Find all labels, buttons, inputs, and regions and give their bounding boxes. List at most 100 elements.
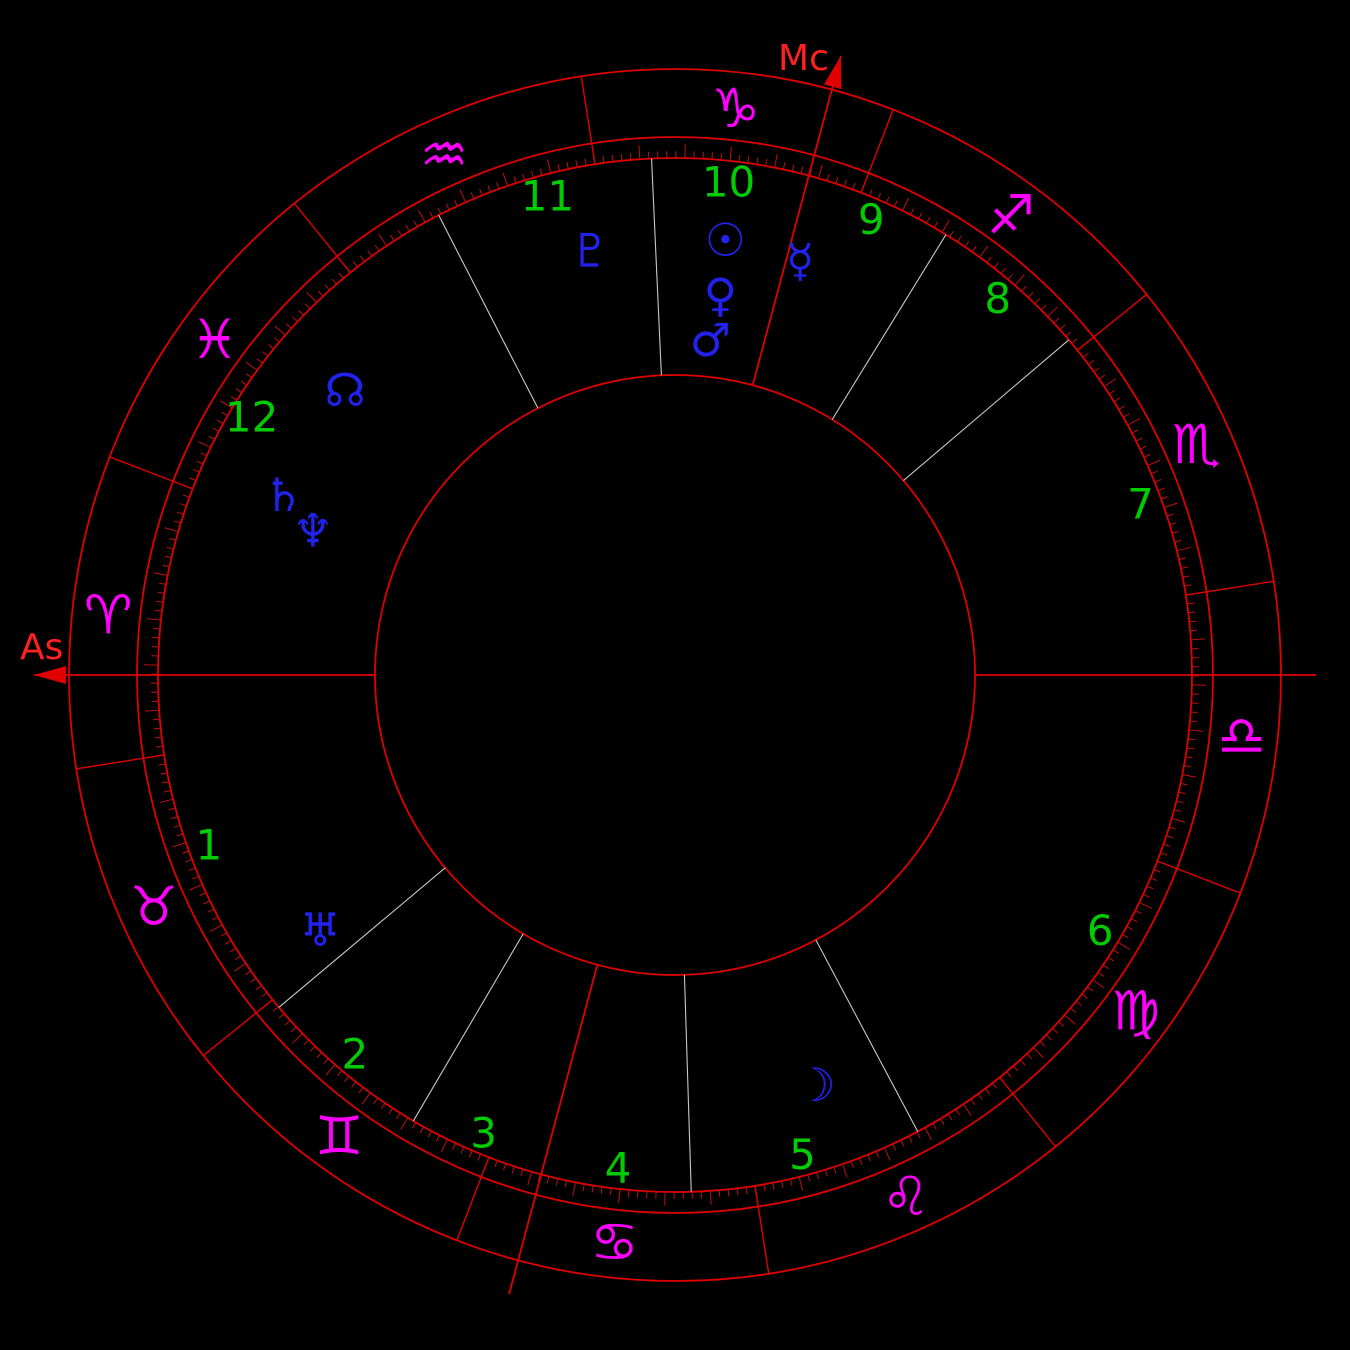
degree-tick <box>618 1189 621 1204</box>
degree-tick <box>557 164 561 172</box>
degree-tick <box>344 1075 350 1082</box>
degree-tick <box>285 323 292 329</box>
house-number-4: 4 <box>605 1143 632 1192</box>
degree-tick <box>477 1153 481 1161</box>
degree-tick <box>867 1154 871 1162</box>
degree-tick <box>453 199 458 207</box>
degree-tick <box>189 884 203 891</box>
degree-tick <box>781 1180 784 1188</box>
degree-tick <box>284 1019 291 1026</box>
degree-tick <box>947 1113 953 1121</box>
degree-tick <box>1174 539 1182 543</box>
degree-tick <box>789 1178 793 1186</box>
degree-tick <box>460 1146 465 1154</box>
degree-tick <box>230 396 238 401</box>
degree-tick <box>274 325 286 336</box>
sign-sagittarius-glyph: ♐ <box>987 183 1035 246</box>
degree-tick <box>174 520 182 524</box>
degree-tick <box>955 1108 961 1116</box>
degree-tick <box>503 1163 507 1171</box>
degree-tick <box>160 772 168 775</box>
degree-tick <box>745 1187 748 1195</box>
degree-tick <box>152 718 160 721</box>
house-number-11: 11 <box>521 171 574 220</box>
degree-tick <box>374 244 380 252</box>
degree-tick <box>720 153 723 161</box>
degree-tick <box>1131 429 1139 434</box>
degree-tick <box>413 220 418 228</box>
degree-tick <box>437 207 442 215</box>
planet-mars-glyph: ♂ <box>690 313 731 367</box>
degree-tick <box>629 152 632 160</box>
degree-tick <box>932 1122 937 1130</box>
degree-tick <box>159 798 174 804</box>
degree-tick <box>216 419 224 425</box>
degree-tick <box>197 440 211 449</box>
degree-tick <box>798 1176 804 1191</box>
degree-tick <box>538 1174 541 1182</box>
degree-tick <box>196 460 204 465</box>
degree-tick <box>941 220 950 233</box>
degree-tick <box>940 1118 945 1125</box>
house-number-6: 6 <box>1087 906 1114 955</box>
degree-tick <box>221 411 228 417</box>
degree-tick <box>378 233 388 247</box>
degree-tick <box>1014 274 1025 286</box>
degree-tick <box>192 468 200 473</box>
degree-tick <box>1092 979 1105 989</box>
degree-tick <box>539 168 543 176</box>
degree-tick <box>1130 918 1138 923</box>
house-number-8: 8 <box>984 274 1011 323</box>
degree-tick <box>427 1130 432 1138</box>
degree-tick <box>718 1190 721 1198</box>
degree-tick <box>1070 1007 1077 1013</box>
planet-sun-glyph: ☉ <box>705 213 746 267</box>
degree-tick <box>736 1188 739 1196</box>
degree-tick <box>971 246 977 253</box>
degree-tick <box>602 155 605 163</box>
degree-tick <box>1088 359 1095 365</box>
degree-tick <box>166 546 174 550</box>
degree-tick <box>600 1186 603 1194</box>
degree-tick <box>1026 1053 1033 1060</box>
sign-boundary-taurus <box>76 754 165 770</box>
degree-tick <box>256 358 263 364</box>
sign-boundary-cancer <box>456 1157 490 1241</box>
midheaven-axis <box>751 55 842 386</box>
degree-tick <box>156 600 164 603</box>
degree-tick <box>1013 1065 1019 1072</box>
degree-tick <box>1187 602 1195 605</box>
house-cusp-12 <box>438 214 539 409</box>
degree-tick <box>1143 453 1151 458</box>
degree-tick <box>833 1166 837 1174</box>
degree-tick <box>153 627 161 630</box>
degree-tick <box>627 1189 630 1197</box>
degree-tick <box>220 932 228 937</box>
degree-tick <box>208 435 215 440</box>
degree-tick <box>1166 835 1174 839</box>
degree-tick <box>159 582 167 585</box>
degree-tick <box>168 807 176 811</box>
degree-tick <box>162 781 170 784</box>
degree-tick <box>1189 620 1197 623</box>
degree-tick <box>564 1180 568 1188</box>
degree-tick <box>970 1098 976 1106</box>
degree-tick <box>709 1190 712 1205</box>
degree-tick <box>203 900 211 905</box>
degree-tick <box>235 388 243 394</box>
degree-tick <box>1139 445 1147 450</box>
degree-tick <box>1103 378 1117 388</box>
sign-boundary-libra <box>1157 860 1241 894</box>
degree-tick <box>155 745 163 748</box>
degree-tick <box>924 1127 933 1141</box>
ascendant-arrowhead <box>34 666 66 684</box>
degree-tick <box>388 1107 394 1115</box>
degree-tick <box>172 841 187 848</box>
house-cusp-11 <box>650 158 662 376</box>
degree-tick <box>893 200 898 208</box>
degree-tick <box>756 157 759 165</box>
degree-tick <box>1122 933 1129 939</box>
degree-tick <box>527 1171 533 1186</box>
sign-boundary-pisces <box>293 202 351 274</box>
degree-tick <box>273 337 280 343</box>
